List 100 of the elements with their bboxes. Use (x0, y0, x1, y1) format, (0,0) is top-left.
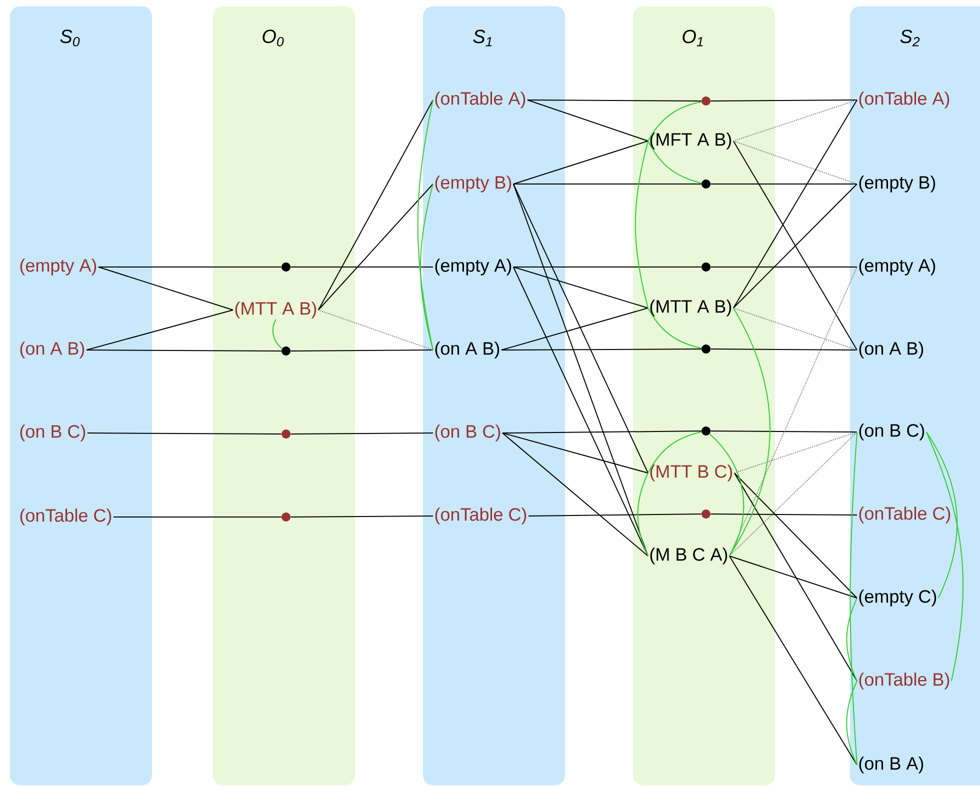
proposition-label: (M B C A) (650, 548, 728, 564)
proposition-label: (MTT A B) (650, 300, 732, 316)
connector-line (512, 266, 648, 308)
column-heading: S$_{2}$ (900, 30, 920, 46)
mutex-arc (417, 100, 434, 350)
mutex-arc (648, 431, 702, 474)
connector-line (318, 100, 434, 310)
column-heading: S$_{0}$ (60, 30, 80, 46)
mutex-arc (272, 319, 283, 350)
connector-line (500, 348, 702, 350)
noop-dot (282, 512, 290, 522)
connector-line (526, 100, 648, 142)
proposition-label: (onTable C) (859, 506, 950, 524)
connector-line (526, 100, 702, 102)
connector-line (512, 184, 648, 474)
mutex-arc (850, 432, 858, 766)
connector-line (710, 266, 858, 268)
mutex-arc (420, 184, 434, 350)
column-heading: O$_{1}$ (682, 30, 703, 46)
connector-line (732, 100, 858, 308)
noop-dot (702, 510, 710, 518)
column-band (423, 6, 565, 786)
connector-line (86, 432, 282, 434)
proposition-label: (empty B) (435, 176, 512, 192)
column-band (10, 6, 152, 786)
connector-line (710, 514, 858, 516)
proposition-label: (empty B) (859, 176, 936, 192)
connector-line (710, 100, 858, 102)
proposition-label: (on A B) (435, 342, 500, 358)
connector-line (512, 184, 648, 556)
connector-line (732, 140, 858, 350)
connector-line (86, 310, 234, 350)
proposition-label: (empty A) (435, 258, 512, 276)
proposition-label: (onTable C) (435, 508, 526, 524)
proposition-label: (on B C) (435, 424, 500, 442)
mutex-arc (648, 101, 702, 142)
mutex-arc (634, 140, 648, 308)
noop-dot (282, 262, 290, 272)
column-heading: O$_{0}$ (262, 30, 284, 46)
dotted-line (318, 310, 434, 350)
connector-line (86, 350, 282, 352)
connector-line (500, 308, 648, 350)
connector-line (732, 184, 858, 308)
column-band (213, 6, 355, 786)
connector-line (728, 556, 858, 598)
proposition-label: (MTT A B) (235, 302, 316, 318)
mutex-arc (846, 598, 858, 682)
connector-line (290, 516, 434, 518)
proposition-label: (empty A) (859, 258, 936, 276)
connector-line (98, 266, 234, 310)
connector-line (710, 430, 858, 432)
connector-line (318, 184, 434, 310)
proposition-label: (onTable B) (859, 672, 950, 690)
column-heading: S$_{1}$ (473, 30, 492, 46)
proposition-label: (on B A) (859, 756, 924, 774)
noop-dot (702, 262, 710, 272)
mutex-arc (728, 308, 770, 556)
noop-dot (702, 96, 710, 106)
dotted-line (732, 100, 858, 142)
dotted-line (728, 432, 858, 556)
noop-dot (702, 180, 710, 188)
dotted-line (732, 308, 858, 350)
proposition-label: (on B C) (20, 424, 86, 442)
connector-line (502, 432, 648, 474)
connector-line (98, 266, 282, 268)
proposition-label: (on A B) (20, 342, 84, 358)
connector-line (528, 514, 702, 516)
mutex-arc (648, 308, 702, 349)
connector-line (734, 472, 858, 682)
connector-line (290, 350, 434, 352)
dotted-line (728, 266, 858, 556)
connector-line (512, 140, 648, 184)
connector-line (734, 472, 858, 598)
connector-line (710, 348, 858, 350)
mutex-arc (637, 472, 648, 556)
mutex-arc (926, 432, 958, 598)
column-band (850, 6, 980, 786)
noop-dot (702, 426, 710, 436)
proposition-label: (onTable C) (20, 508, 112, 526)
column-band (633, 6, 775, 786)
proposition-label: (on B C) (859, 424, 924, 440)
mutex-arc (648, 140, 702, 184)
proposition-label: (onTable A) (435, 92, 526, 108)
mutex-arc (926, 432, 964, 682)
proposition-label: (onTable A) (859, 92, 950, 108)
dotted-line (732, 140, 858, 184)
connector-line (502, 432, 648, 556)
proposition-label: (on A B) (859, 342, 924, 358)
connector-line (290, 266, 434, 268)
noop-dot (282, 430, 290, 438)
connector-line (502, 430, 702, 434)
proposition-label: (MTT B C) (650, 464, 732, 482)
connector-line (112, 516, 282, 518)
mutex-arc (709, 433, 744, 556)
proposition-label: (MFT A B) (650, 132, 732, 150)
connector-line (290, 432, 434, 434)
connector-line (728, 556, 858, 766)
proposition-label: (empty A) (20, 258, 96, 276)
proposition-label: (empty C) (859, 590, 936, 606)
connector-line (512, 266, 702, 268)
